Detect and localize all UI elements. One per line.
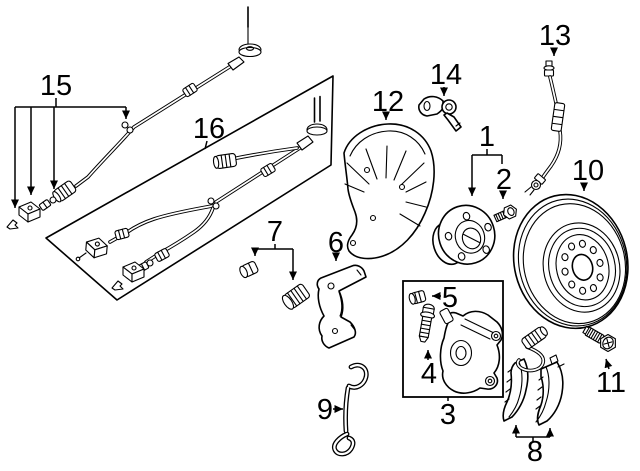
callout-10[interactable]: 10 (572, 155, 604, 191)
callout-1[interactable]: 1 (468, 121, 503, 196)
callout-15[interactable]: 15 (11, 70, 130, 208)
callout-8[interactable]: 8 (512, 425, 554, 468)
callout-9-label[interactable]: 9 (317, 394, 333, 426)
callout-10-label[interactable]: 10 (572, 155, 604, 187)
callout-3-label[interactable]: 3 (440, 399, 456, 431)
kit-box-outline (402, 280, 504, 398)
callout-15-label[interactable]: 15 (40, 70, 72, 102)
callout-4-label[interactable]: 4 (421, 358, 437, 390)
callout-14-label[interactable]: 14 (430, 59, 462, 91)
callout-2[interactable]: 2 (496, 164, 512, 199)
part-3-caliper-kit (402, 280, 504, 398)
callout-11[interactable]: 11 (596, 358, 626, 399)
callout-16-label[interactable]: 16 (193, 113, 225, 145)
callout-1-label[interactable]: 1 (479, 121, 495, 153)
callout-3[interactable]: 3 (440, 397, 456, 431)
part-9-retaining-spring (331, 362, 369, 457)
part-14-speed-sensor (418, 95, 462, 132)
callout-16[interactable]: 16 (193, 113, 225, 150)
callout-7-label[interactable]: 7 (267, 216, 283, 248)
part-8-brake-pads (502, 326, 565, 426)
callout-12[interactable]: 12 (372, 86, 404, 120)
callout-4[interactable]: 4 (421, 350, 437, 390)
part-1-wheel-hub (432, 204, 496, 266)
callout-8-label[interactable]: 8 (527, 436, 543, 468)
part-12-splash-shield (343, 123, 435, 260)
callout-13[interactable]: 13 (539, 20, 571, 56)
callout-5-label[interactable]: 5 (442, 282, 458, 314)
callout-14[interactable]: 14 (430, 59, 462, 96)
part-16-harness (75, 95, 328, 291)
part-15-sensor-wire (6, 6, 262, 230)
part-10-brake-rotor (512, 193, 629, 330)
callout-12-label[interactable]: 12 (372, 86, 404, 118)
part-13-brake-hose (524, 60, 566, 196)
part-2-hub-bolt (493, 204, 517, 223)
part-11-rotor-bolt (582, 325, 616, 353)
callout-5[interactable]: 5 (432, 282, 458, 314)
callout-7[interactable]: 7 (251, 216, 297, 280)
part-7-guide-bushings (239, 261, 310, 310)
callout-13-label[interactable]: 13 (539, 20, 571, 52)
callout-2-label[interactable]: 2 (496, 164, 512, 196)
callout-11-label[interactable]: 11 (596, 367, 626, 399)
callout-9[interactable]: 9 (317, 394, 343, 426)
part-4-bleeder-valve (418, 303, 436, 343)
part-16-kit-box (45, 75, 334, 301)
part-5-bleeder-cap (408, 290, 427, 305)
part-6-caliper-bracket (316, 264, 367, 349)
callout-6[interactable]: 6 (328, 227, 344, 261)
caliper-body (439, 307, 504, 394)
callout-6-label[interactable]: 6 (328, 227, 344, 259)
